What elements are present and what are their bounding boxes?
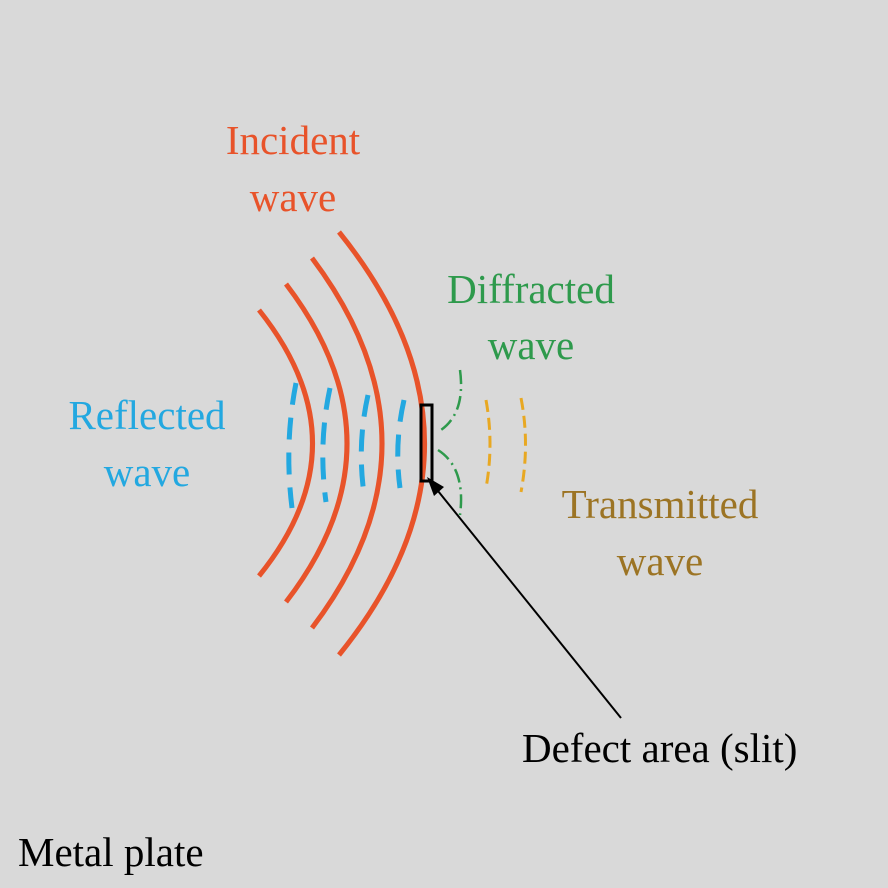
reflected-arc-4 — [395, 399, 407, 489]
defect-slit — [419, 403, 434, 483]
incident-arc-4 — [337, 230, 427, 657]
reflected-arc-3 — [358, 394, 371, 495]
reflected-wave-label-line1: Reflected — [68, 392, 225, 438]
incident-arc-2 — [284, 282, 350, 604]
reflected-arc-2 — [320, 387, 333, 503]
diffracted-wave-arcs — [437, 369, 463, 516]
arrow-head — [427, 477, 444, 496]
incident-arc-1 — [257, 308, 315, 578]
diffracted-wave-label-line2: wave — [488, 322, 575, 368]
diffracted-wave-label-line1: Diffracted — [447, 266, 615, 312]
diffracted-arc-lower — [437, 448, 463, 516]
incident-wave-label-line1: Incident — [226, 117, 361, 163]
defect-pointer-arrow — [427, 477, 622, 719]
reflected-wave-arcs — [286, 382, 407, 509]
defect-area-label: Defect area (slit) — [522, 725, 797, 771]
transmitted-arc-2 — [519, 397, 527, 493]
incident-wave-label-line2: wave — [250, 174, 337, 220]
reflected-arc-1 — [286, 382, 299, 509]
incident-wave-arcs — [257, 230, 427, 657]
diffracted-arc-upper — [437, 369, 463, 434]
arrow-line — [433, 485, 622, 719]
reflected-wave-label-line2: wave — [104, 449, 191, 495]
transmitted-arc-1 — [484, 399, 492, 489]
transmitted-wave-label-line1: Transmitted — [562, 481, 759, 527]
transmitted-wave-arcs — [484, 397, 527, 493]
transmitted-wave-label-line2: wave — [617, 538, 704, 584]
metal-plate-label: Metal plate — [18, 829, 204, 875]
incident-arc-3 — [310, 256, 385, 630]
